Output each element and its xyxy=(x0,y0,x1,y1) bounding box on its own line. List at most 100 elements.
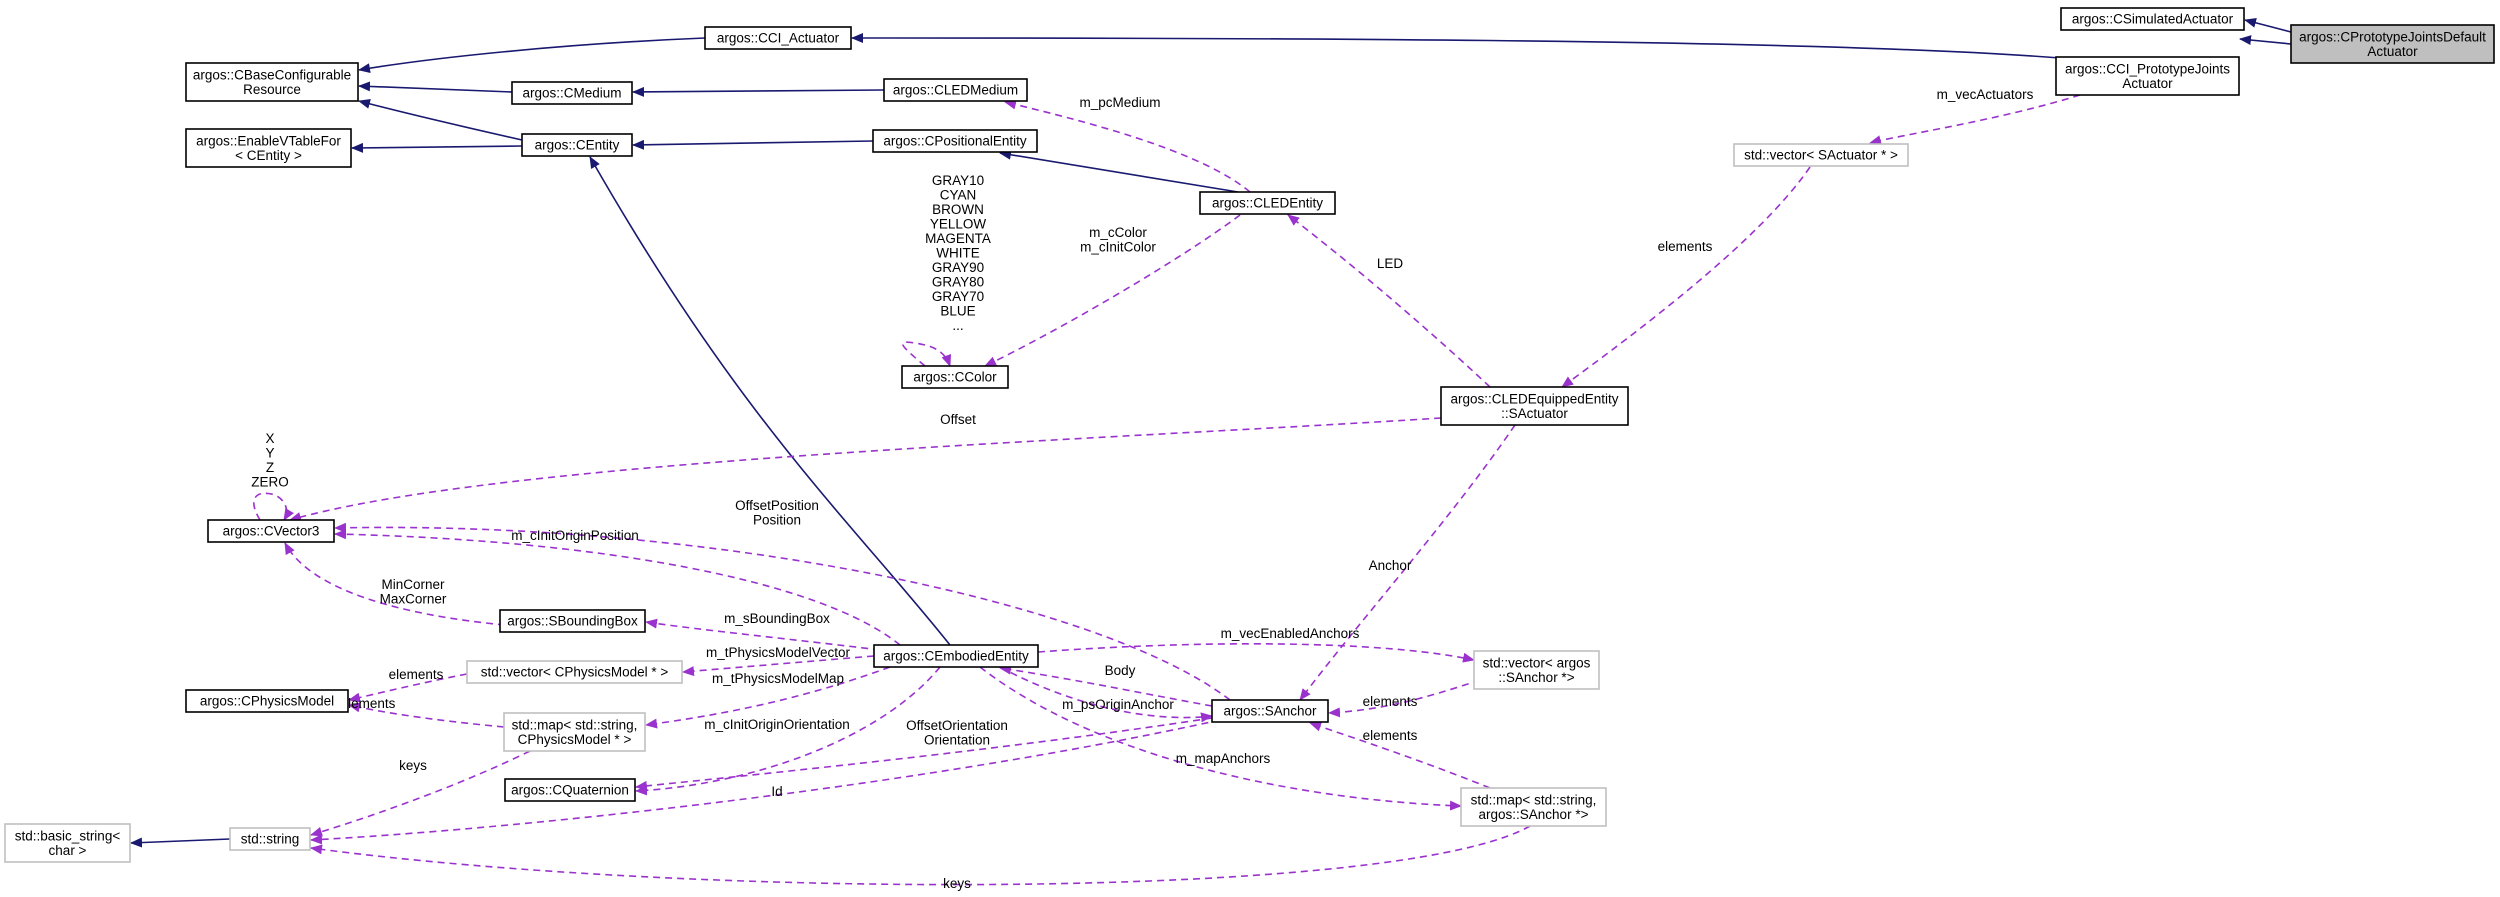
inheritance-edge-inherit-positional-to-centity xyxy=(632,139,874,150)
inheritance-edge-inherit-stdstring-to-basic-string xyxy=(130,837,231,848)
class-node-label: std::string xyxy=(241,832,300,847)
class-node-cquaternion[interactable]: argos::CQuaternion xyxy=(504,778,636,802)
class-node-label: argos::CLEDEntity xyxy=(1212,196,1323,211)
class-node-map-anchor[interactable]: std::map< std::string,argos::SAnchor *> xyxy=(1460,787,1607,827)
usage-edge-usage-map-anchor-to-stdstring xyxy=(310,825,1531,886)
class-node-label: argos::CMedium xyxy=(522,86,621,101)
class-node-stdstring[interactable]: std::string xyxy=(229,827,311,851)
inheritance-edge-inherit-cmedium-to-base xyxy=(358,81,513,93)
class-node-label: argos::CColor xyxy=(913,370,997,385)
edge-label-elements-anchor-vec: elements xyxy=(1363,694,1418,709)
usage-edge-usage-embodied-to-vector-physics xyxy=(682,655,875,677)
usage-edge-usage-embodied-to-map-anchor xyxy=(979,666,1462,811)
usage-edge-usage-sanchor-to-cvector3 xyxy=(334,522,1231,701)
inheritance-edge-inherit-cledmedium-to-cmedium xyxy=(632,86,885,97)
class-node-label: argos::CQuaternion xyxy=(511,783,629,798)
usage-edge-usage-embodied-to-cvector3 xyxy=(334,529,901,646)
class-node-positional[interactable]: argos::CPositionalEntity xyxy=(872,129,1038,153)
edge-label-m-mapanchors: m_mapAnchors xyxy=(1176,751,1271,766)
edge-label-m-tphysicsmodelvector: m_tPhysicsModelVector xyxy=(706,645,851,660)
class-node-cci-actuator[interactable]: argos::CCI_Actuator xyxy=(704,26,852,50)
class-node-simulated-actuator[interactable]: argos::CSimulatedActuator xyxy=(2060,7,2245,31)
usage-edge-usage-ledequipped-to-cvector3 xyxy=(289,417,1442,522)
class-node-cphysics[interactable]: argos::CPhysicsModel xyxy=(185,689,349,713)
edge-label-elements-phys-vec: elements xyxy=(389,667,444,682)
usage-edge-usage-embodied-to-cquaternion xyxy=(635,666,941,796)
class-node-label: std::basic_string<char > xyxy=(15,828,121,858)
inheritance-edge-inherit-ledentity-to-positional xyxy=(999,149,1239,193)
inheritance-edge-inherit-cci-prototype-to-cci-actuator xyxy=(851,33,2061,59)
edge-label-m-vecactuators: m_vecActuators xyxy=(1937,87,2034,102)
class-node-centity[interactable]: argos::CEntity xyxy=(521,133,633,157)
usage-edge-usage-vector-anchor-to-sanchor xyxy=(1328,679,1481,718)
edge-label-m-pcmedium: m_pcMedium xyxy=(1079,95,1160,110)
usage-edge-usage-cci-prototype-to-vector xyxy=(1869,94,2081,146)
usage-edge-usage-sanchor-to-cquaternion xyxy=(635,717,1213,791)
class-node-vector-sactuator[interactable]: std::vector< SActuator * > xyxy=(1733,143,1909,167)
class-node-label: argos::CLEDEquippedEntity::SActuator xyxy=(1450,391,1618,421)
class-node-label: argos::SBoundingBox xyxy=(507,614,638,629)
edge-label-offset: Offset xyxy=(940,412,976,427)
class-node-vector-anchor[interactable]: std::vector< argos::SAnchor *> xyxy=(1473,650,1600,690)
usage-edge-usage-cvector3-self xyxy=(253,492,294,521)
class-node-label: argos::CSimulatedActuator xyxy=(2072,12,2234,27)
edge-label-m-psoriginanchor: m_psOriginAnchor xyxy=(1062,697,1174,712)
edge-label-m-cinitoriginorientation: m_cInitOriginOrientation xyxy=(704,717,850,732)
class-node-vector-physics[interactable]: std::vector< CPhysicsModel * > xyxy=(466,660,683,684)
usage-edge-usage-embodied-to-sanchor xyxy=(999,666,1213,723)
class-node-ledentity[interactable]: argos::CLEDEntity xyxy=(1199,191,1336,215)
edge-label-led: LED xyxy=(1377,256,1404,271)
class-node-label: argos::SAnchor xyxy=(1223,704,1317,719)
inheritance-edge-inherit-centity-to-enable xyxy=(351,142,523,153)
class-node-label: argos::CLEDMedium xyxy=(893,83,1018,98)
usage-edge-usage-ledequipped-to-sanchor xyxy=(1299,424,1516,701)
class-node-enable-vtable[interactable]: argos::EnableVTableFor< CEntity > xyxy=(185,128,352,168)
class-node-cledmedium[interactable]: argos::CLEDMedium xyxy=(883,78,1028,102)
class-node-sbounding[interactable]: argos::SBoundingBox xyxy=(499,609,646,633)
edge-label-elements-phys-map: elements xyxy=(341,696,396,711)
usage-edge-usage-embodied-to-vector-anchor xyxy=(1037,643,1475,663)
class-node-label: argos::EnableVTableFor< CEntity > xyxy=(196,133,341,163)
class-node-label: std::vector< SActuator * > xyxy=(1744,148,1898,163)
edge-label-keys-phys: keys xyxy=(399,758,427,773)
class-node-map-physics[interactable]: std::map< std::string,CPhysicsModel * > xyxy=(503,712,646,752)
edge-label-m-tphysicsmodelmap: m_tPhysicsModelMap xyxy=(712,671,844,686)
class-node-ledequipped[interactable]: argos::CLEDEquippedEntity::SActuator xyxy=(1440,386,1629,426)
usage-edge-usage-vector-to-ledequipped xyxy=(1561,166,1811,388)
class-node-label: argos::CVector3 xyxy=(223,524,320,539)
class-node-cmedium[interactable]: argos::CMedium xyxy=(511,81,633,105)
class-node-label: argos::CPositionalEntity xyxy=(883,134,1027,149)
usage-edge-usage-sanchor-to-stdstring xyxy=(310,719,1221,845)
edge-label-m-vecenabledanchors: m_vecEnabledAnchors xyxy=(1221,626,1360,641)
class-node-label: std::map< std::string,argos::SAnchor *> xyxy=(1471,792,1597,822)
class-node-embodied[interactable]: argos::CEmbodiedEntity xyxy=(873,644,1039,668)
class-node-label: std::map< std::string,CPhysicsModel * > xyxy=(512,717,638,747)
inheritance-edge-inherit-centity-to-base xyxy=(358,99,523,141)
usage-edge-usage-ledequipped-to-ledentity xyxy=(1287,214,1491,388)
class-node-sanchor[interactable]: argos::SAnchor xyxy=(1211,699,1329,723)
class-node-label: argos::CCI_Actuator xyxy=(717,31,840,46)
edge-label-elements-anchor-map: elements xyxy=(1363,728,1418,743)
edge-label-id: Id xyxy=(771,784,782,799)
class-node-basic-string[interactable]: std::basic_string<char > xyxy=(4,823,131,863)
inheritance-edge-inherit-cci-actuator-to-base xyxy=(358,37,706,74)
class-node-cvector3[interactable]: argos::CVector3 xyxy=(207,519,335,543)
class-node-label: std::vector< argos::SAnchor *> xyxy=(1483,655,1591,685)
class-node-ccolor[interactable]: argos::CColor xyxy=(901,365,1009,389)
edge-label-m-sboundingbox: m_sBoundingBox xyxy=(724,611,830,626)
usage-edge-usage-ledentity-to-cledmedium xyxy=(1004,99,1251,193)
edge-label-keys-anchor: keys xyxy=(943,876,971,891)
edge-label-m-cinitoriginposition: m_cInitOriginPosition xyxy=(511,528,639,543)
usage-edge-usage-sbounding-to-cvector3 xyxy=(284,542,506,626)
